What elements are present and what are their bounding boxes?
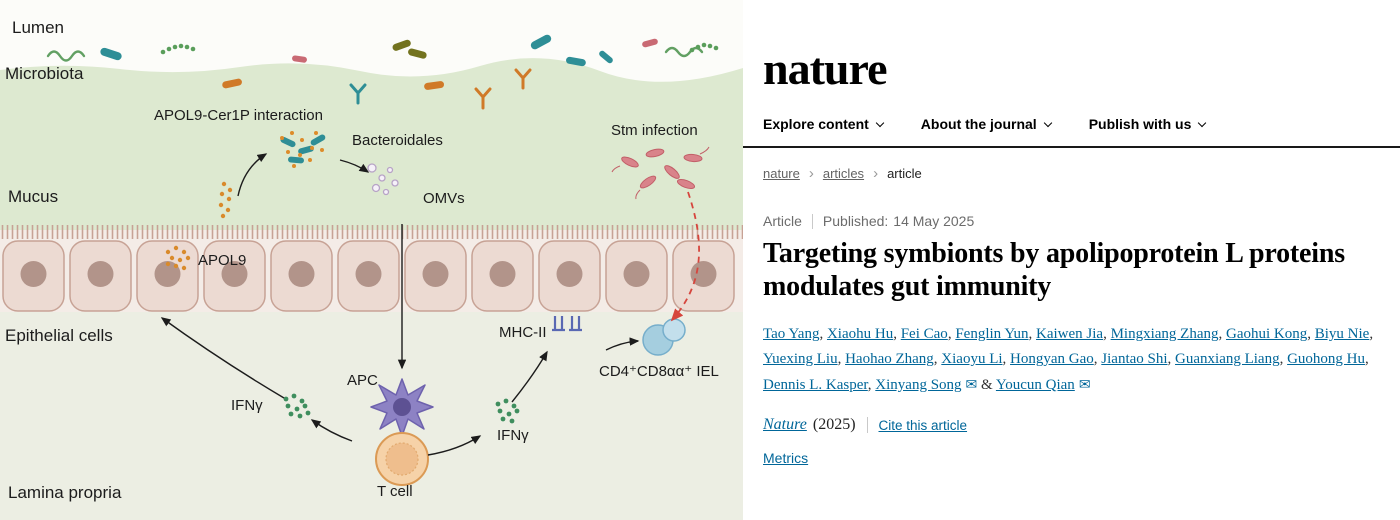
ifng-particles-right	[495, 398, 520, 424]
flow-arrows	[160, 153, 640, 456]
email-icon[interactable]: ✉	[1078, 377, 1091, 393]
citation-divider	[866, 417, 868, 434]
breadcrumb-separator-icon: ›	[873, 165, 879, 182]
brush-border	[0, 225, 743, 241]
stm-bacteria	[611, 146, 710, 200]
label-epithelial-cells: Epithelial cells	[5, 326, 113, 345]
figure-illustration	[0, 0, 743, 520]
citation-row: Nature (2025) Cite this article	[763, 416, 1376, 434]
metrics-link[interactable]: Metrics	[763, 450, 809, 467]
t-cell	[375, 432, 429, 486]
label-omvs: OMVs	[423, 190, 465, 207]
author-link[interactable]: Tao Yang	[763, 325, 820, 342]
label-t-cell: T cell	[377, 483, 413, 500]
published-date: 14 May 2025	[893, 213, 975, 229]
author-link[interactable]: Guohong Hu	[1287, 351, 1366, 368]
label-ifng-right: IFNγ	[497, 427, 529, 444]
author-link[interactable]: Xiaoyu Li	[941, 351, 1003, 368]
author-link[interactable]: Kaiwen Jia	[1036, 325, 1104, 342]
chevron-down-icon	[1043, 118, 1052, 127]
omv-vesicles	[367, 163, 399, 196]
breadcrumb-nature[interactable]: nature	[763, 166, 800, 181]
figure: Lumen Microbiota Mucus Epithelial cells …	[0, 0, 743, 520]
breadcrumb-articles[interactable]: articles	[822, 166, 865, 181]
nature-logo[interactable]: nature	[763, 43, 887, 94]
author-link[interactable]: Gaohui Kong	[1225, 325, 1308, 342]
nav-explore-content[interactable]: Explore content	[763, 116, 885, 132]
nav-label: About the journal	[920, 116, 1037, 132]
iel-cell	[642, 318, 686, 356]
nav-publish-with-us[interactable]: Publish with us	[1088, 116, 1207, 132]
author-link[interactable]: Fenglin Yun	[955, 325, 1029, 342]
article-type: Article	[763, 213, 802, 229]
label-lumen: Lumen	[12, 18, 64, 37]
label-iel: CD4⁺CD8αα⁺ IEL	[599, 363, 719, 380]
mhc2-icon	[552, 316, 582, 332]
label-bacteroidales: Bacteroidales	[352, 132, 443, 149]
bacteroidales-cluster	[280, 131, 326, 168]
chevron-down-icon	[1198, 118, 1207, 127]
label-apc: APC	[347, 372, 378, 389]
stm-infection-arrow	[670, 191, 700, 322]
author-link[interactable]: Youcun Qian	[995, 376, 1075, 393]
author-link[interactable]: Xinyang Song	[875, 376, 962, 393]
epithelial-cell-row	[2, 240, 735, 312]
author-link[interactable]: Yuexing Liu	[763, 351, 838, 368]
mucus-layer	[0, 58, 743, 232]
nav-about-journal[interactable]: About the journal	[920, 116, 1052, 132]
author-link[interactable]: Mingxiang Zhang	[1110, 325, 1219, 342]
author-link[interactable]: Fei Cao	[900, 325, 948, 342]
label-stm-infection: Stm infection	[611, 122, 698, 139]
site-nav: Explore content About the journal Publis…	[763, 116, 1376, 132]
apc-cell	[370, 378, 434, 437]
label-apol9-cer1p: APOL9-Cer1P interaction	[154, 107, 323, 124]
cite-this-article-link[interactable]: Cite this article	[878, 417, 968, 433]
microbiota-bacteria	[46, 34, 719, 110]
author-link[interactable]: Hongyan Gao	[1010, 351, 1094, 368]
breadcrumb: nature › articles › article	[763, 166, 1376, 181]
ifng-particles-left	[283, 393, 311, 419]
chevron-down-icon	[875, 118, 885, 127]
journal-year: (2025)	[812, 416, 856, 434]
nav-divider	[743, 146, 1400, 148]
author-link[interactable]: Dennis L. Kasper	[763, 376, 868, 393]
author-link[interactable]: Biyu Nie	[1314, 325, 1370, 342]
author-link[interactable]: Xiaohu Hu	[826, 325, 894, 342]
article-panel: nature Explore content About the journal…	[743, 0, 1400, 520]
author-link[interactable]: Jiantao Shi	[1101, 351, 1168, 368]
author-link[interactable]: Guanxiang Liang	[1175, 351, 1280, 368]
authors: Tao Yang, Xiaohu Hu, Fei Cao, Fenglin Yu…	[763, 325, 1374, 393]
breadcrumb-separator-icon: ›	[808, 165, 814, 182]
email-icon[interactable]: ✉	[965, 377, 978, 393]
label-lamina-propria: Lamina propria	[8, 483, 122, 502]
journal-link[interactable]: Nature	[763, 416, 807, 434]
label-microbiota: Microbiota	[5, 64, 84, 83]
label-apol9: APOL9	[198, 252, 247, 269]
apol9-particles	[165, 181, 233, 271]
label-mucus: Mucus	[8, 187, 59, 206]
page-title: Targeting symbionts by apolipoprotein L …	[763, 238, 1345, 303]
label-ifng-left: IFNγ	[231, 397, 263, 414]
published-label: Published:	[822, 213, 889, 229]
author-link[interactable]: Haohao Zhang	[845, 351, 934, 368]
article-meta: Article Published: 14 May 2025	[763, 213, 1376, 229]
lumen-layer	[0, 0, 743, 70]
lamina-propria-layer	[0, 312, 743, 520]
breadcrumb-current: article	[887, 166, 922, 181]
label-mhc2: MHC-II	[499, 324, 547, 341]
nav-label: Publish with us	[1088, 116, 1192, 132]
meta-divider	[811, 213, 813, 229]
nav-label: Explore content	[763, 116, 869, 132]
